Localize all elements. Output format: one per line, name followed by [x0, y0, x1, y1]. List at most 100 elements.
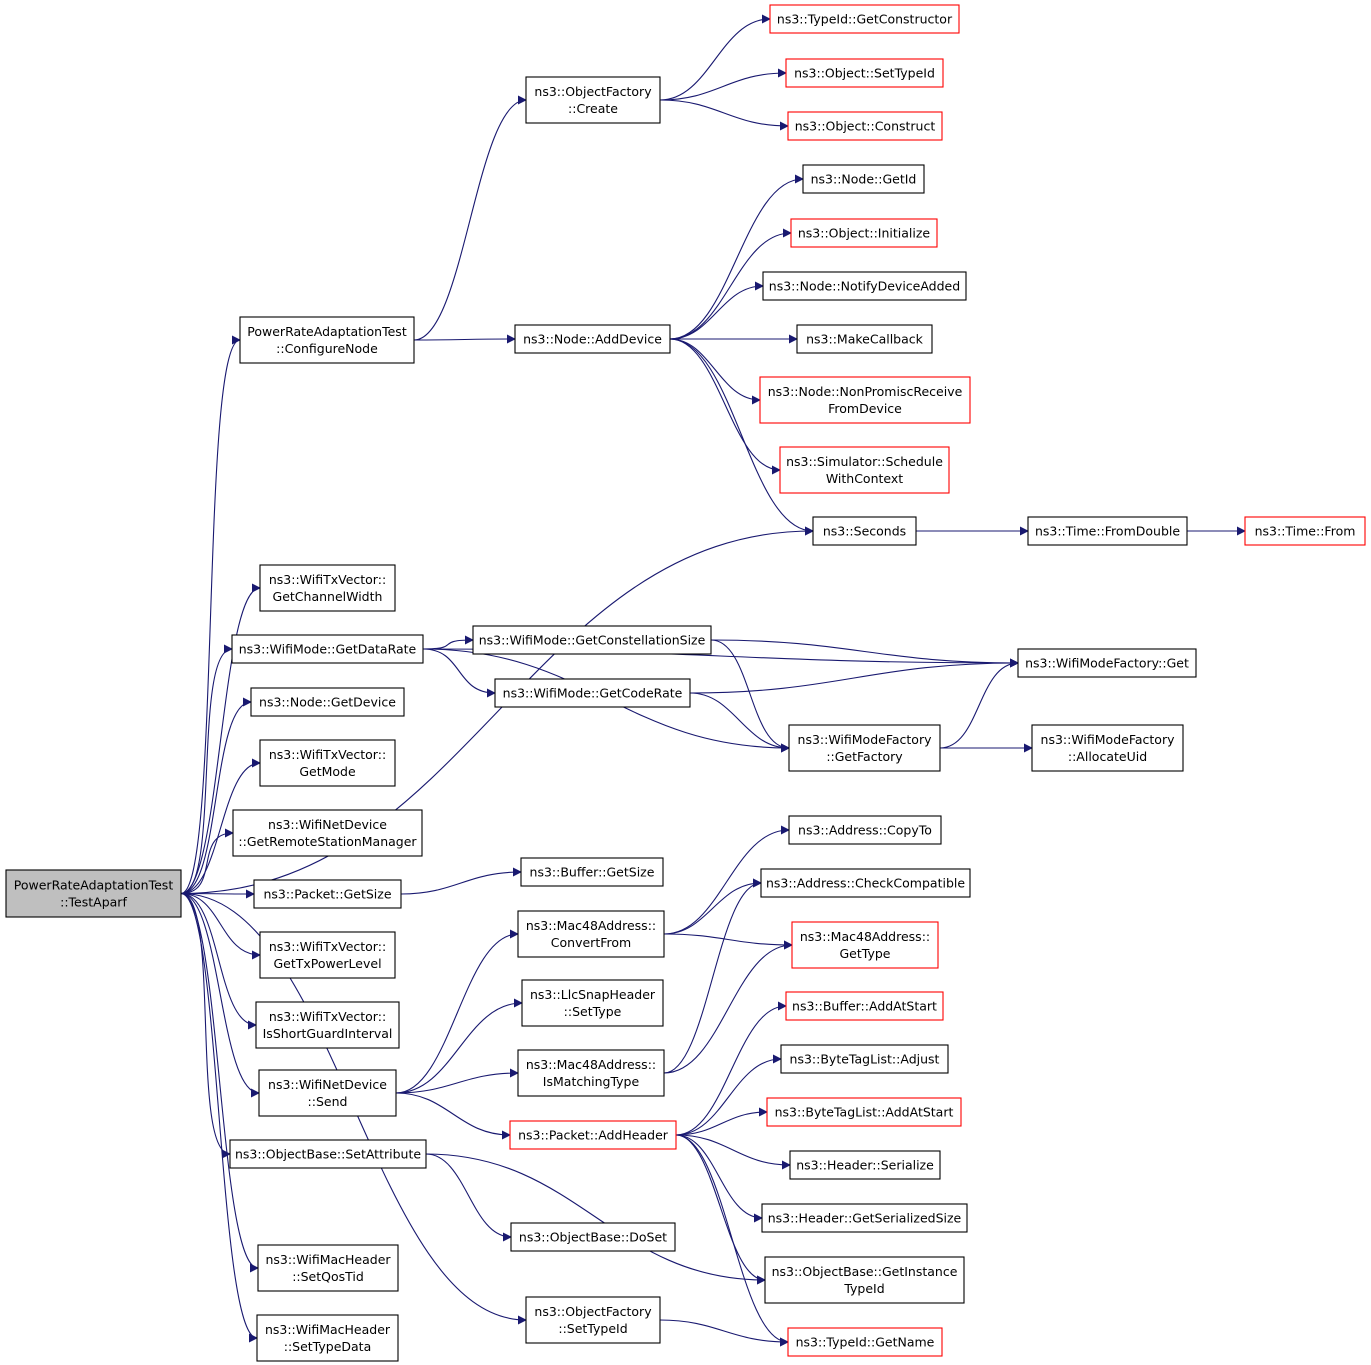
- node-box: [232, 809, 423, 857]
- node-label-line: ns3::Buffer::GetSize: [530, 865, 655, 880]
- node-of_create[interactable]: ns3::ObjectFactory::Create: [525, 76, 661, 124]
- node-ob_setattribute[interactable]: ns3::ObjectBase::SetAttribute: [229, 1139, 427, 1169]
- node-makecallback[interactable]: ns3::MakeCallback: [796, 324, 933, 354]
- call-edge-node_adddevice-to-object_initialize: [669, 228, 792, 340]
- node-object_settypeid[interactable]: ns3::Object::SetTypeId: [785, 58, 944, 88]
- node-label-line: ns3::Buffer::AddAtStart: [792, 999, 937, 1014]
- call-edge-wmf_getfactory-to-wmf_get: [939, 658, 1019, 749]
- node-label-line: ns3::WifiNetDevice: [268, 817, 387, 832]
- node-box: [229, 1139, 427, 1169]
- node-buffer_getsize[interactable]: ns3::Buffer::GetSize: [520, 857, 664, 887]
- call-edge-packet_addheader-to-buffer_addatstart: [675, 1001, 787, 1136]
- node-box: [525, 76, 661, 124]
- node-wmh_setqostid[interactable]: ns3::WifiMacHeader::SetQosTid: [257, 1244, 399, 1292]
- node-box: [521, 979, 664, 1027]
- node-header_getserializedsize[interactable]: ns3::Header::GetSerializedSize: [761, 1203, 968, 1233]
- node-wm_getcoderate[interactable]: ns3::WifiMode::GetCodeRate: [494, 678, 691, 708]
- node-mac48_ismatchingtype[interactable]: ns3::Mac48Address::IsMatchingType: [517, 1049, 665, 1097]
- node-llcsnap_settype[interactable]: ns3::LlcSnapHeader::SetType: [521, 979, 664, 1027]
- node-label-line: ConvertFrom: [551, 935, 631, 950]
- node-txv_isshortgi[interactable]: ns3::WifiTxVector::IsShortGuardInterval: [255, 1001, 400, 1049]
- call-edge-ob_setattribute-to-ob_doset: [425, 1153, 512, 1242]
- node-label-line: ns3::Packet::GetSize: [263, 887, 391, 902]
- call-edge-root-to-wnd_getrsm: [180, 828, 234, 895]
- node-typeid_getname[interactable]: ns3::TypeId::GetName: [787, 1327, 943, 1357]
- call-edge-packet_addheader-to-header_getserializedsize: [675, 1134, 763, 1223]
- call-edge-root-to-wmh_settypedata: [180, 892, 258, 1343]
- node-label-line: PowerRateAdaptationTest: [247, 324, 407, 339]
- call-edge-node_adddevice-to-node_getid: [669, 174, 804, 340]
- node-label-line: ns3::WifiModeFactory::Get: [1025, 656, 1189, 671]
- node-txv_gettxpowerlevel[interactable]: ns3::WifiTxVector::GetTxPowerLevel: [259, 931, 396, 979]
- node-of_settypeid[interactable]: ns3::ObjectFactory::SetTypeId: [525, 1296, 661, 1344]
- node-configurenode[interactable]: PowerRateAdaptationTest::ConfigureNode: [239, 316, 415, 364]
- node-time_fromdouble[interactable]: ns3::Time::FromDouble: [1027, 516, 1188, 546]
- node-box: [231, 634, 424, 664]
- call-edge-wnd_send-to-mac48_ismatchingtype: [395, 1068, 519, 1094]
- call-edge-node_adddevice-to-sim_schedule: [669, 338, 781, 475]
- node-node_adddevice[interactable]: ns3::Node::AddDevice: [514, 324, 671, 354]
- node-label-line: ns3::Mac48Address::: [526, 918, 656, 933]
- node-header_serialize[interactable]: ns3::Header::Serialize: [789, 1150, 941, 1180]
- node-label-line: ns3::WifiTxVector::: [269, 939, 386, 954]
- node-node_getdevice[interactable]: ns3::Node::GetDevice: [250, 687, 405, 717]
- node-wmh_settypedata[interactable]: ns3::WifiMacHeader::SetTypeData: [256, 1314, 399, 1362]
- node-btl_adjust[interactable]: ns3::ByteTagList::Adjust: [780, 1044, 949, 1074]
- node-buffer_addatstart[interactable]: ns3::Buffer::AddAtStart: [785, 991, 944, 1021]
- node-label-line: ns3::Mac48Address::: [526, 1057, 656, 1072]
- node-box: [769, 4, 960, 34]
- node-label-line: ns3::WifiMode::GetConstellationSize: [479, 633, 706, 648]
- node-label-line: GetMode: [299, 764, 356, 779]
- node-box: [790, 218, 938, 248]
- node-box: [257, 1244, 399, 1292]
- call-edge-root-to-node_getdevice: [180, 697, 252, 895]
- node-seconds[interactable]: ns3::Seconds: [812, 516, 917, 546]
- node-label-line: ::GetFactory: [826, 749, 903, 764]
- node-label-line: ns3::WifiTxVector::: [269, 747, 386, 762]
- node-packet_getsize[interactable]: ns3::Packet::GetSize: [253, 879, 402, 909]
- node-wmf_getfactory[interactable]: ns3::WifiModeFactory::GetFactory: [788, 724, 941, 772]
- node-node_notifydeviceadded[interactable]: ns3::Node::NotifyDeviceAdded: [762, 271, 967, 301]
- node-wmf_get[interactable]: ns3::WifiModeFactory::Get: [1017, 648, 1197, 678]
- node-btl_addatstart[interactable]: ns3::ByteTagList::AddAtStart: [766, 1097, 962, 1127]
- node-typeid_getconstructor[interactable]: ns3::TypeId::GetConstructor: [769, 4, 960, 34]
- call-edge-root-to-packet_getsize: [180, 889, 255, 899]
- node-label-line: ns3::ObjectBase::GetInstance: [772, 1264, 958, 1279]
- node-label-line: ns3::ByteTagList::Adjust: [790, 1052, 940, 1067]
- node-addr_checkcompatible[interactable]: ns3::Address::CheckCompatible: [760, 868, 971, 898]
- node-txv_getchannelwidth[interactable]: ns3::WifiTxVector::GetChannelWidth: [259, 564, 396, 612]
- node-node_getid[interactable]: ns3::Node::GetId: [802, 164, 925, 194]
- node-wmf_allocateuid[interactable]: ns3::WifiModeFactory::AllocateUid: [1031, 724, 1184, 772]
- node-object_construct[interactable]: ns3::Object::Construct: [787, 111, 943, 141]
- call-edge-of_create-to-object_settypeid: [659, 68, 787, 101]
- node-addr_copyto[interactable]: ns3::Address::CopyTo: [788, 815, 942, 845]
- call-edge-packet_addheader-to-header_serialize: [675, 1134, 791, 1170]
- node-label-line: ns3::Address::CheckCompatible: [766, 876, 965, 891]
- node-label-line: ::TestAparf: [60, 895, 127, 910]
- call-edge-root-to-txv_gettxpowerlevel: [180, 892, 261, 960]
- node-wnd_getrsm[interactable]: ns3::WifiNetDevice::GetRemoteStationMana…: [232, 809, 423, 857]
- node-ob_doset[interactable]: ns3::ObjectBase::DoSet: [510, 1222, 676, 1252]
- node-box: [259, 739, 396, 787]
- node-time_from[interactable]: ns3::Time::From: [1244, 516, 1366, 546]
- node-box: [788, 815, 942, 845]
- call-edge-packet_addheader-to-btl_addatstart: [675, 1107, 768, 1136]
- node-packet_addheader[interactable]: ns3::Packet::AddHeader: [509, 1120, 677, 1150]
- node-wm_getdatarate[interactable]: ns3::WifiMode::GetDataRate: [231, 634, 424, 664]
- node-wnd_send[interactable]: ns3::WifiNetDevice::Send: [258, 1069, 397, 1117]
- node-object_initialize[interactable]: ns3::Object::Initialize: [790, 218, 938, 248]
- node-label-line: FromDevice: [828, 401, 902, 416]
- node-root[interactable]: PowerRateAdaptationTest::TestAparf: [5, 869, 182, 918]
- node-box: [255, 1001, 400, 1049]
- node-mac48_convertfrom[interactable]: ns3::Mac48Address::ConvertFrom: [517, 910, 665, 958]
- node-txv_getmode[interactable]: ns3::WifiTxVector::GetMode: [259, 739, 396, 787]
- node-wm_getconstellationsize[interactable]: ns3::WifiMode::GetConstellationSize: [472, 625, 712, 655]
- node-label-line: ns3::ByteTagList::AddAtStart: [775, 1105, 954, 1120]
- node-box: [494, 678, 691, 708]
- node-label-line: ns3::Header::GetSerializedSize: [768, 1211, 962, 1226]
- node-mac48_gettype[interactable]: ns3::Mac48Address::GetType: [791, 921, 939, 969]
- call-edge-node_adddevice-to-node_notifydeviceadded: [669, 281, 764, 340]
